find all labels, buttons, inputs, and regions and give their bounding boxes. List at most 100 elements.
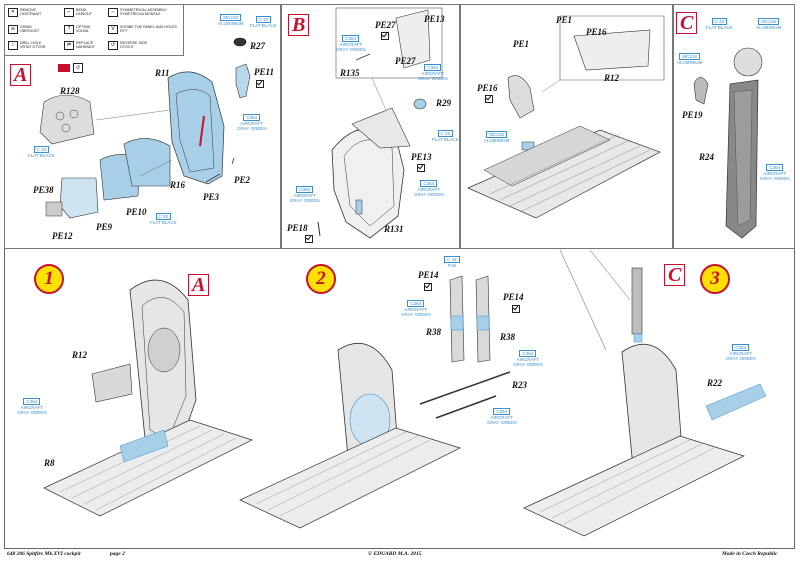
part-label-r22: R22 [707,378,723,388]
legend-replace: REPLACE NAHRADIT [76,41,95,49]
part-label-pe27: PE27 [375,20,396,30]
part-label-r12-top: R12 [604,73,620,83]
legend-grind: GRIND OBROUSIT [20,25,40,33]
part-label-r16: R16 [170,180,186,190]
part-label-r29: R29 [436,98,452,108]
step-3-panel-label: C [664,264,686,286]
checkbox[interactable] [512,305,520,313]
step-1-panel-label: A [188,274,210,296]
legend-scribe: SCRIBE THE PANEL AND HOLES RYT [120,25,177,33]
checkbox[interactable] [256,80,264,88]
part-label-r135: R135 [340,68,360,78]
footer-kit-number: 648 206 Spitfire Mk.XVI cockpit [7,551,81,557]
checkbox[interactable] [424,283,432,291]
footer-origin: Made in Czech Republic [722,551,778,557]
part-label-r24: R24 [699,152,715,162]
footer-page: page 2 [110,551,125,557]
reverse-icon: ↺ [73,63,83,73]
part-label-pe13-top: PE13 [424,14,445,24]
checkbox[interactable] [485,95,493,103]
panel-a-label: A [10,64,32,86]
part-label-pe1: PE1 [513,39,530,49]
step-1-marker: 1 [34,264,64,294]
footer-copyright: © EDUARD M.A. 2015 [368,551,422,557]
reverse-icon: ↺ [108,41,118,50]
drill-icon: ○ [8,41,18,50]
legend-symmetrical: SYMMETRICAL ASSEMBLY SYMETRICKA MONTAZ [120,8,167,16]
part-label-r8: R8 [44,458,55,468]
panel-c-label: C [676,12,698,34]
step-3-marker: 3 [700,264,730,294]
legend-reverse: REVERSE SIDE OTOCIT [120,41,148,49]
part-label-pe16: PE16 [477,83,498,93]
part-label-pe18: PE18 [287,223,308,233]
panel-b-label: B [288,14,310,36]
checkbox[interactable] [381,32,389,40]
part-label-pe16-b: PE16 [586,27,607,37]
part-label-pe14-b: PE14 [503,292,524,302]
legend-option: OPTION VOLBA [76,25,91,33]
step-2-marker: 2 [306,264,336,294]
grind-icon: ≋ [8,25,18,34]
part-label-r38-b: R38 [500,332,516,342]
part-label-r12: R12 [72,350,88,360]
part-label-pe3: PE3 [203,192,220,202]
legend-bend: BEND OHNOUT [76,8,92,16]
red-color-swatch [58,64,70,72]
option-icon: ? [64,25,74,34]
legend-drill: DRILL HOLE VRTAT OTVOR [20,41,46,49]
replace-icon: ⇄ [64,41,74,50]
part-label-r131: R131 [384,224,404,234]
scribe-icon: V [108,25,118,34]
part-label-pe11: PE11 [254,67,275,77]
part-label-pe19: PE19 [682,110,703,120]
part-label-pe9: PE9 [96,222,113,232]
bend-icon: ⌐ [64,8,74,17]
checkbox[interactable] [305,235,313,243]
part-label-pe2: PE2 [234,175,251,185]
symmetrical-icon: ⇔ [108,8,118,17]
part-label-r38-a: R38 [426,327,442,337]
part-label-pe10: PE10 [126,207,147,217]
part-label-pe38: PE38 [33,185,54,195]
part-label-pe27-b: PE27 [395,56,416,66]
legend-box [4,4,184,56]
part-label-r11: R11 [155,68,170,78]
checkbox[interactable] [417,164,425,172]
part-label-pe1-b: PE1 [556,15,573,25]
part-label-pe14-a: PE14 [418,270,439,280]
remove-icon: ✕ [8,8,18,17]
part-label-pe12: PE12 [52,231,73,241]
part-label-pe13: PE13 [411,152,432,162]
part-label-r23: R23 [512,380,528,390]
part-label-r27: R27 [250,41,266,51]
part-label-r128: R128 [60,86,80,96]
legend-remove: REMOVE ODSTRANIT [20,8,42,16]
